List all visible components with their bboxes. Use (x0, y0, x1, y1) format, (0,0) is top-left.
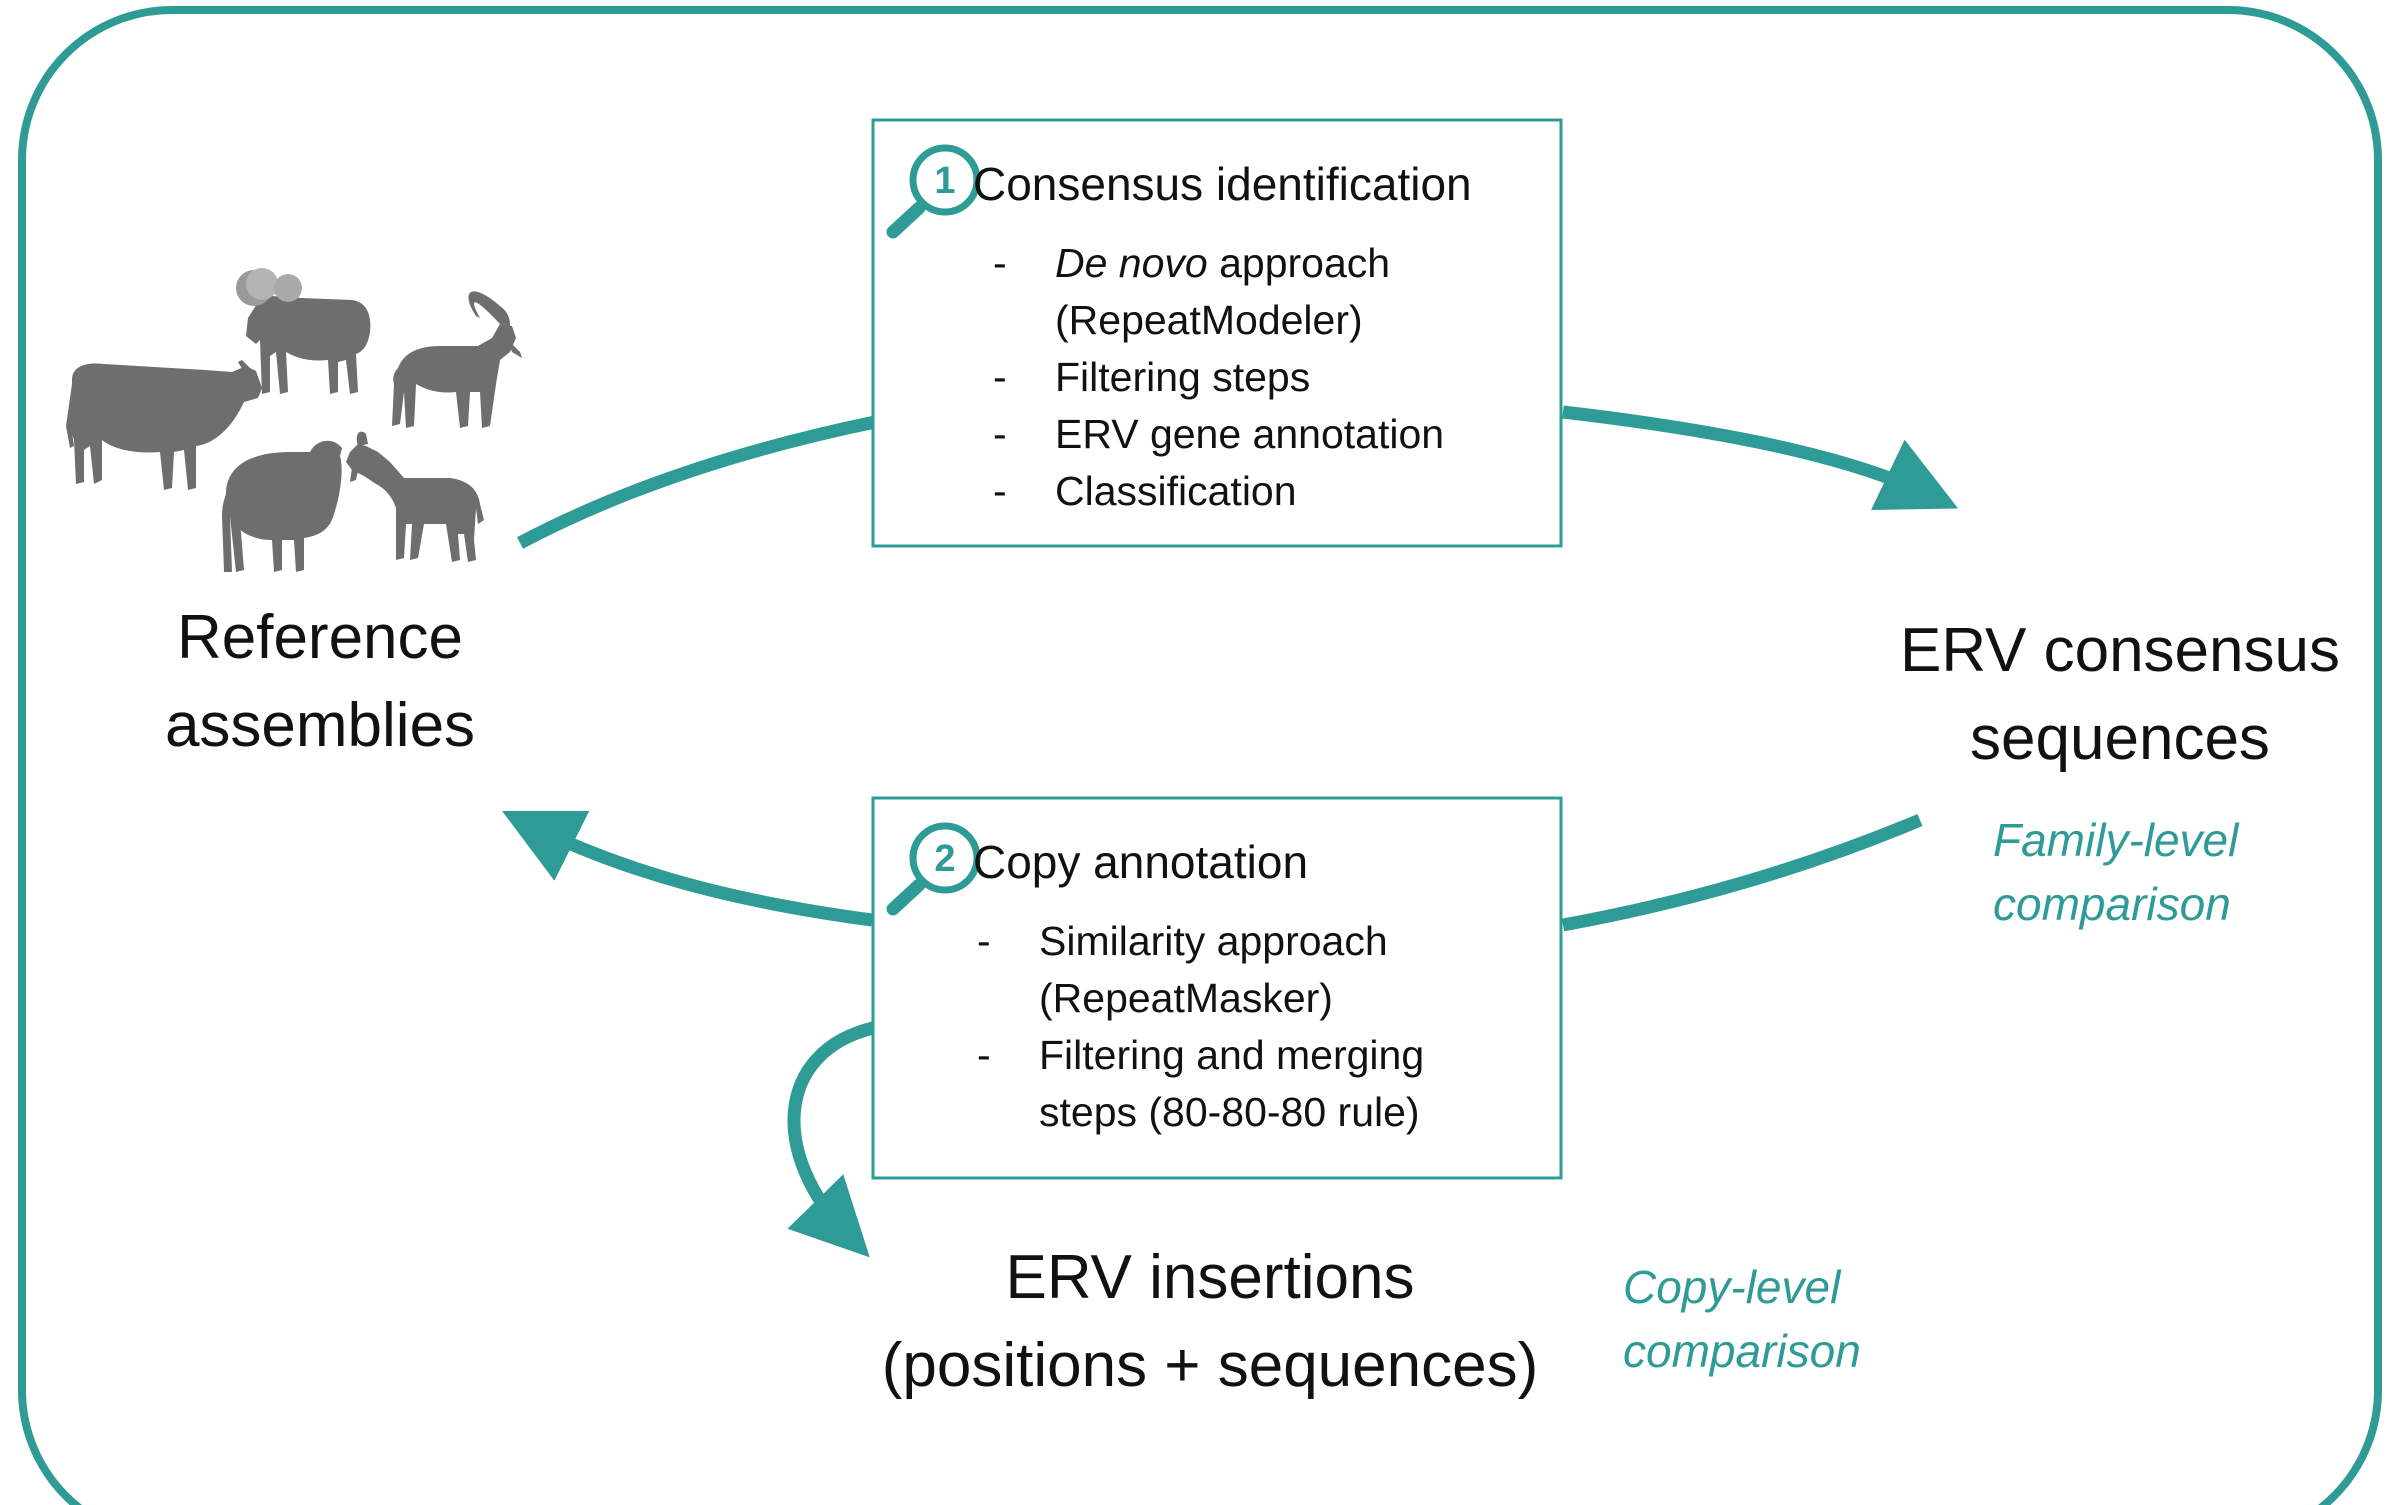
bullet-text-line2: (RepeatModeler) (1055, 297, 1363, 343)
bullet-text: Filtering steps (1055, 354, 1311, 400)
bullet-text: Classification (1055, 468, 1297, 514)
step2-title: Copy annotation (973, 836, 1309, 888)
step2-bullet: - Filtering and merging steps (80-80-80 … (977, 1027, 1424, 1141)
reference-assemblies-label: Reference assemblies (120, 594, 520, 770)
copy-level-note: Copy-level comparison (1623, 1255, 1861, 1383)
step1-bullet-list: - De novo approach (RepeatModeler) - Fil… (993, 235, 1444, 520)
step1-box (871, 118, 1563, 548)
step2-number: 2 (934, 838, 955, 880)
bullet-text-line2: steps (80-80-80 rule) (1039, 1089, 1420, 1135)
step1-title: Consensus identification (973, 158, 1472, 210)
arrow-consensus-to-box2 (1561, 814, 1923, 932)
family-level-note: Family-level comparison (1993, 808, 2238, 936)
bullet-text: Similarity approach (1039, 918, 1388, 964)
bullet-dash: - (993, 411, 1007, 457)
bullet-dash: - (977, 1032, 991, 1078)
copy-line2: comparison (1623, 1325, 1861, 1377)
sheep-icon (222, 440, 342, 572)
bullet-text: ERV gene annotation (1055, 411, 1445, 457)
bullet-text-line2: (RepeatMasker) (1039, 975, 1333, 1021)
bullet-dash: - (993, 468, 1007, 514)
bullet-dash: - (977, 918, 991, 964)
step1-number: 1 (934, 160, 955, 202)
erv-consensus-label: ERV consensus sequences (1880, 607, 2360, 783)
family-line2: comparison (1993, 878, 2231, 930)
arrow-box2-to-reference (502, 811, 873, 927)
insertions-line1: ERV insertions (1005, 1243, 1415, 1312)
step1-bullet: - Classification (993, 463, 1444, 520)
magnifier-icon: 1 (886, 144, 981, 239)
arrow-box2-to-insertions (787, 1021, 875, 1258)
step1-bullet: - Filtering steps (993, 349, 1444, 406)
insertions-line2: (positions + sequences) (881, 1331, 1539, 1400)
arrow-box1-to-consensus (1562, 405, 1959, 511)
step2-bullet: - Similarity approach (RepeatMasker) (977, 913, 1424, 1027)
reference-line2: assemblies (164, 691, 476, 760)
bullet-dash: - (993, 240, 1007, 286)
arrow-reference-to-box1 (516, 415, 877, 549)
bullet-italic-text: De novo (1055, 240, 1208, 286)
erv-insertions-label: ERV insertions (positions + sequences) (840, 1234, 1580, 1410)
step2-bullet-list: - Similarity approach (RepeatMasker) - F… (977, 913, 1424, 1141)
step2-box (871, 796, 1563, 1180)
ram-icon (236, 268, 371, 394)
step1-bullet: - De novo approach (RepeatModeler) (993, 235, 1444, 349)
magnifier-icon: 2 (886, 822, 981, 916)
bullet-text: Filtering and merging (1039, 1032, 1425, 1078)
copy-line1: Copy-level (1623, 1261, 1841, 1313)
step1-bullet: - ERV gene annotation (993, 406, 1444, 463)
outer-frame (18, 6, 2382, 1505)
cow-icon (66, 360, 262, 490)
reference-line1: Reference (176, 603, 464, 672)
goat-icon (346, 431, 484, 562)
consensus-line1: ERV consensus (1900, 616, 2340, 685)
ibex-icon (392, 291, 522, 428)
bullet-dash: - (993, 354, 1007, 400)
bullet-text: approach (1207, 240, 1391, 286)
consensus-line2: sequences (1970, 704, 2270, 773)
family-line1: Family-level (1993, 814, 2239, 866)
